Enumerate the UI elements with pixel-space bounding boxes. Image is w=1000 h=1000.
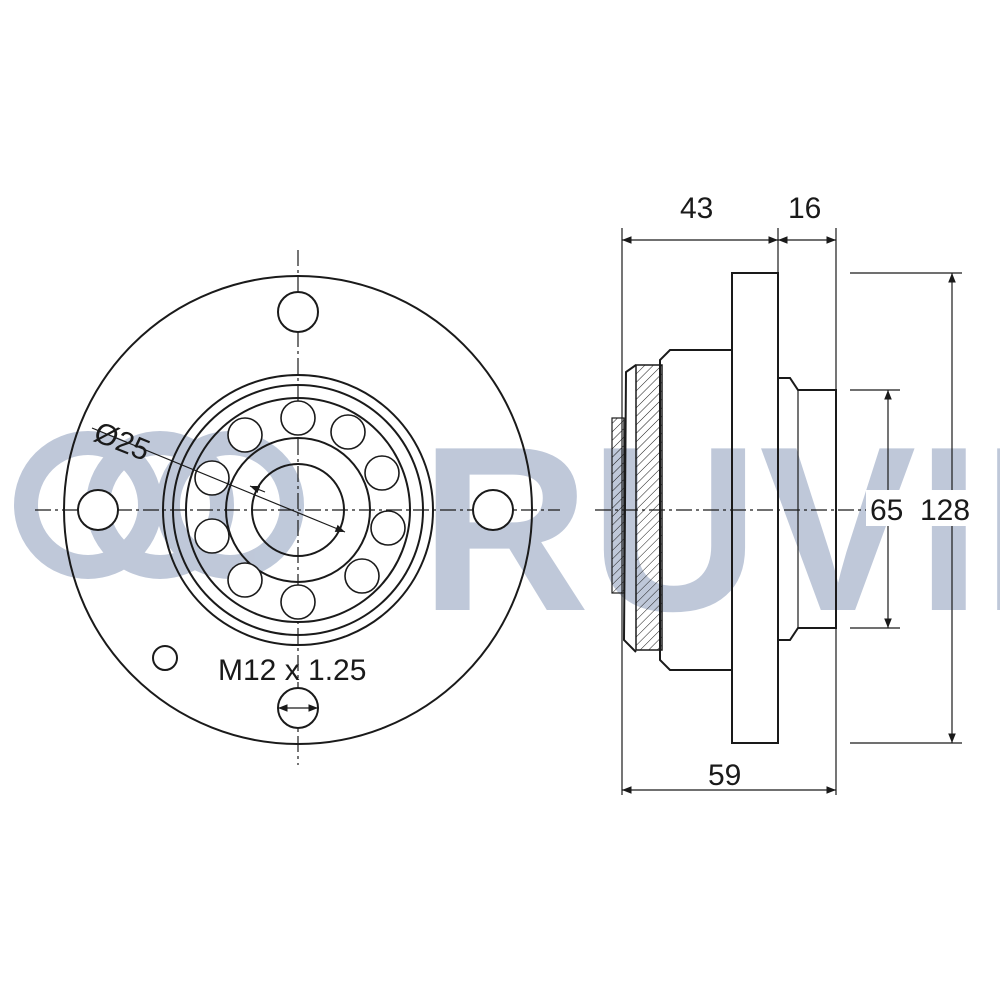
dim-label-59: 59	[708, 759, 741, 792]
bearing-ball	[344, 558, 380, 594]
front-view: Ø25 M12 x 1.25	[35, 250, 560, 765]
bearing-balls	[194, 400, 406, 620]
dim-label-43: 43	[680, 192, 713, 225]
bearing-ball	[194, 518, 230, 554]
small-hole	[152, 645, 178, 671]
side-flange	[731, 272, 779, 744]
thread-label: M12 x 1.25	[218, 654, 366, 687]
logo-text: RUVILLE	[420, 397, 1000, 660]
bearing-inner-ring	[225, 437, 371, 583]
bearing-ball	[330, 414, 366, 450]
dim-label-16: 16	[788, 192, 821, 225]
bearing-ball	[227, 562, 263, 598]
bearing-ball	[194, 460, 230, 496]
bore	[251, 463, 345, 557]
bearing-ball	[280, 400, 316, 436]
bolt-hole-top	[277, 291, 319, 333]
dim-label-128: 128	[920, 494, 970, 527]
ruville-logo: RUVILLE	[14, 397, 1000, 660]
bearing-ball	[227, 417, 263, 453]
bolt-hole-left	[77, 489, 119, 531]
side-seal-lip	[622, 364, 637, 653]
bearing-ring-2	[172, 384, 424, 636]
side-view: 43 16 59 65 128	[595, 192, 986, 795]
dim-label-65: 65	[870, 494, 903, 527]
bore-leader-arrow	[249, 485, 266, 494]
bearing-ball	[280, 584, 316, 620]
bearing-ring-3	[185, 397, 411, 623]
bolt-hole-right	[472, 489, 514, 531]
dim-label-bg	[866, 490, 986, 526]
bore-leader-line	[91, 427, 346, 533]
bearing-ball	[370, 510, 406, 546]
side-hatched-bearing	[635, 364, 663, 651]
bearing-ball	[364, 455, 400, 491]
bearing-outer-ring	[162, 374, 434, 646]
